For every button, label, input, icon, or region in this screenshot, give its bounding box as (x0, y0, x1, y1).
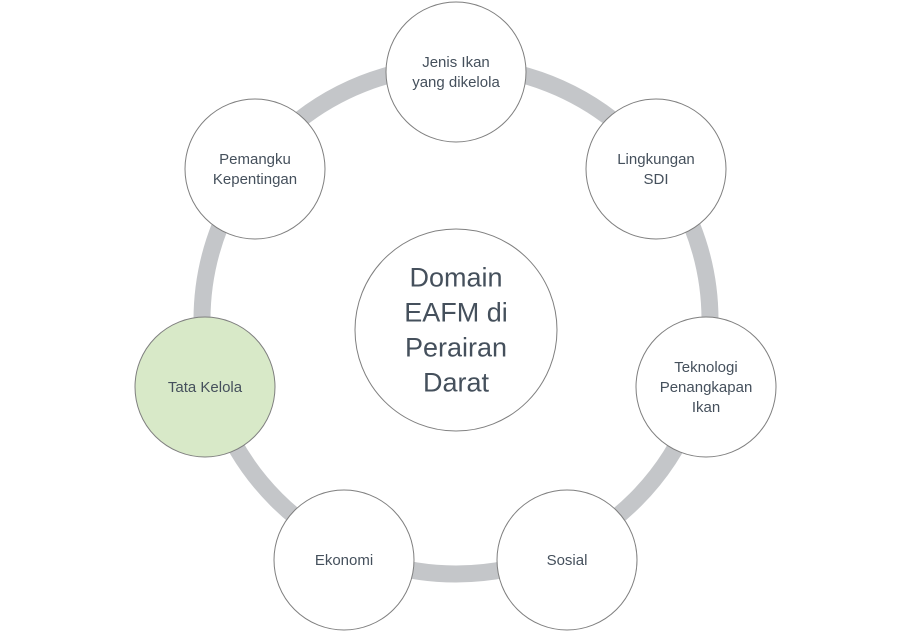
node-circle-jenis-ikan (385, 1, 527, 143)
node-label-ekonomi: Ekonomi (315, 552, 373, 569)
node-tata-kelola: Tata Kelola (134, 316, 276, 458)
node-circle-tata-kelola (134, 316, 276, 458)
node-label-line: Ikan (692, 399, 720, 416)
node-circle-sosial (496, 489, 638, 631)
node-circle-ekonomi (273, 489, 415, 631)
node-circle-teknologi-penangkapan-ikan (635, 316, 777, 458)
node-label-line: Sosial (547, 552, 588, 569)
center-label-line: Darat (423, 368, 490, 398)
node-sosial: Sosial (496, 489, 638, 631)
node-ekonomi: Ekonomi (273, 489, 415, 631)
node-circle-pemangku-kepentingan (184, 98, 326, 240)
node-label-line: Tata Kelola (168, 379, 243, 396)
node-label-jenis-ikan: Jenis Ikan yang dikelola (412, 54, 500, 91)
center-label-line: EAFM di (404, 298, 508, 328)
node-label-sosial: Sosial (547, 552, 588, 569)
node-label-line: Ekonomi (315, 552, 373, 569)
node-label-line: yang dikelola (412, 74, 500, 91)
node-label-line: Kepentingan (213, 171, 297, 188)
node-label-line: Jenis Ikan (422, 54, 490, 71)
node-label-line: Teknologi (674, 359, 737, 376)
node-label-line: Lingkungan (617, 151, 695, 168)
node-circle-lingkungan-sdi (585, 98, 727, 240)
node-jenis-ikan: Jenis Ikan yang dikelola (385, 1, 527, 143)
center-label-line: Domain (409, 263, 502, 293)
node-label-tata-kelola: Tata Kelola (168, 379, 243, 396)
node-label-line: Penangkapan (660, 379, 753, 396)
node-label-line: SDI (643, 171, 668, 188)
node-label-line: Pemangku (219, 151, 291, 168)
center-circle (354, 228, 558, 432)
center-label-line: Perairan (405, 333, 507, 363)
